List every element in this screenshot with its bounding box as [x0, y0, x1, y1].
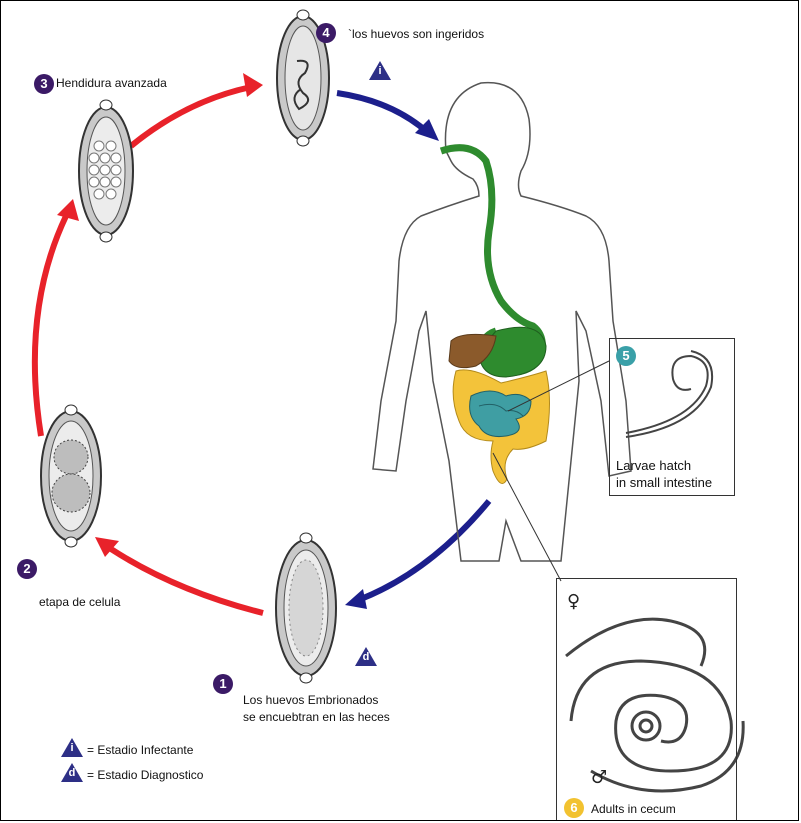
egg-stage-3: [79, 100, 133, 242]
arrow-2-to-3: [35, 216, 66, 436]
adults-cecum-box: [556, 578, 737, 821]
step-3-badge: 3: [34, 74, 54, 94]
legend-infective-marker: i: [61, 738, 83, 757]
step-6-label: Adults in cecum: [591, 802, 676, 817]
step-4-label: `los huevos son ingeridos: [348, 27, 484, 42]
infective-marker-letter: i: [376, 65, 384, 77]
arrow-1-to-2: [111, 549, 263, 613]
step-1-label-line1: Los huevos Embrionados: [243, 693, 378, 708]
step-5-label-line2: in small intestine: [616, 475, 712, 490]
male-symbol: ♂: [591, 767, 607, 788]
arrow-egg-to-mouth: [337, 93, 426, 131]
step-5-badge: 5: [616, 346, 636, 366]
step-1-badge: 1: [213, 674, 233, 694]
legend-diagnostic-label: = Estadio Diagnostico: [87, 768, 203, 783]
step-4-badge: 4: [316, 23, 336, 43]
step-1-label-line2: se encuebtran en las heces: [243, 710, 390, 725]
arrow-body-to-egg: [361, 501, 489, 599]
legend-infective-letter: i: [68, 742, 76, 754]
legend-diagnostic-letter: d: [68, 767, 76, 779]
diagnostic-marker-letter: d: [362, 651, 370, 663]
step-2-badge: 2: [17, 559, 37, 579]
step-2-label: etapa de celula: [39, 595, 120, 610]
infective-stage-marker: i: [369, 61, 391, 80]
arrow-4-to-3: [131, 87, 251, 146]
legend-diagnostic-marker: d: [61, 763, 83, 782]
arrow-head-egg1: [345, 589, 367, 609]
legend-infective-label: = Estadio Infectante: [87, 743, 193, 758]
female-symbol: ♀: [567, 591, 580, 612]
digestive-tract: [441, 148, 550, 484]
egg-stage-2: [41, 405, 101, 547]
arrow-head-3-4: [243, 73, 263, 97]
diagnostic-stage-marker: d: [355, 647, 377, 666]
step-6-badge: 6: [564, 798, 584, 818]
human-body: [373, 83, 631, 561]
step-3-label: Hendidura avanzada: [56, 76, 167, 91]
egg-stage-1: [276, 533, 336, 683]
step-5-label-line1: Larvae hatch: [616, 458, 691, 473]
arrow-head-2-3: [57, 199, 79, 221]
